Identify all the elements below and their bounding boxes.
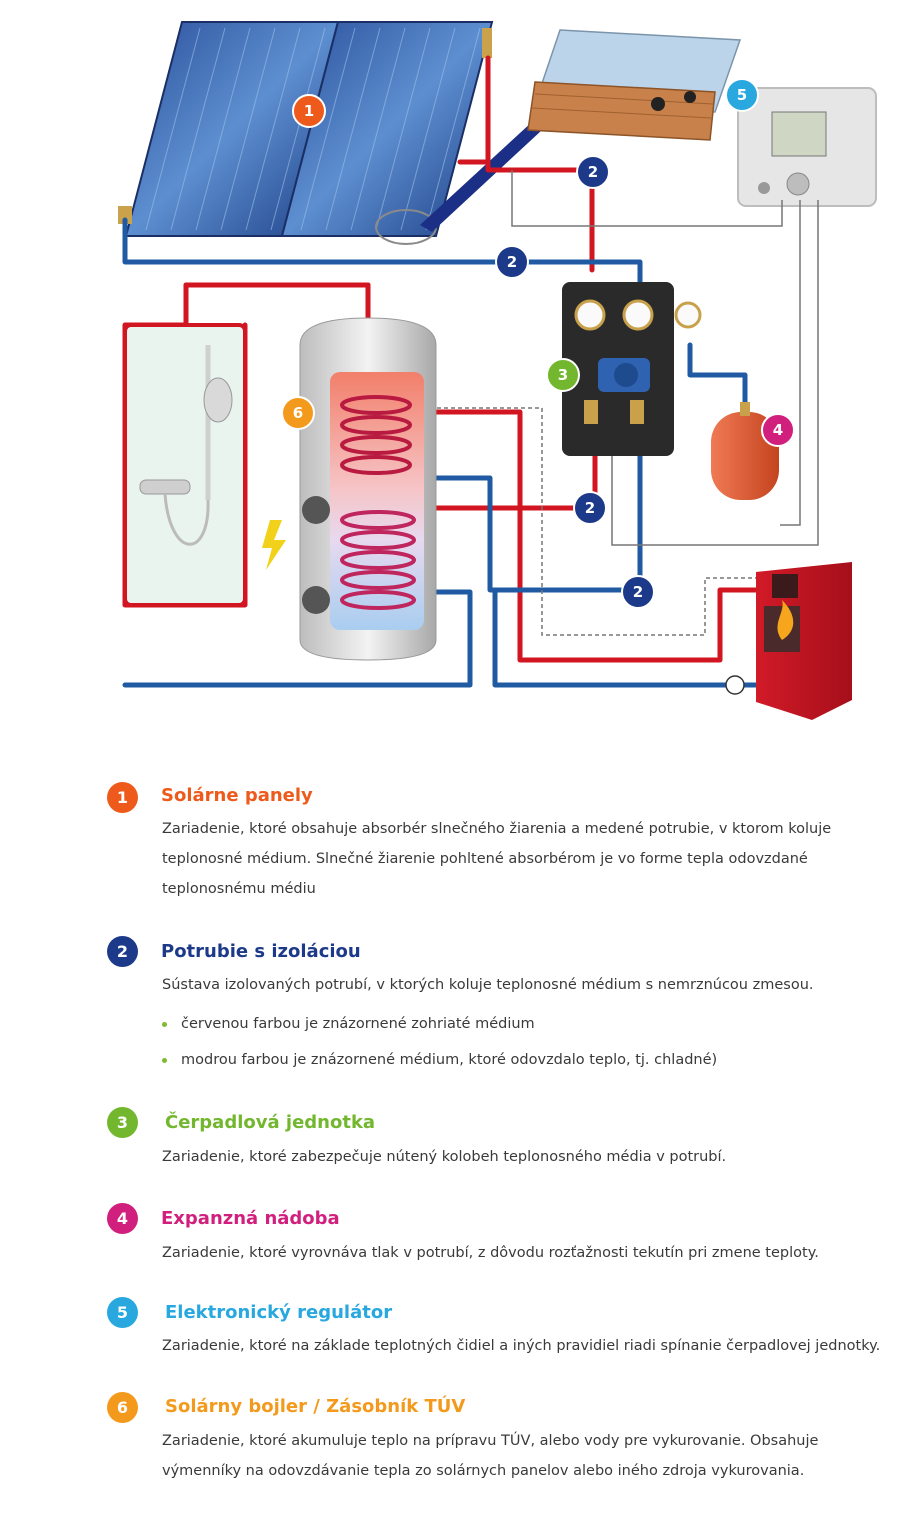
diagram-marker-circle bbox=[546, 358, 580, 392]
legend-line: Zariadenie, ktoré akumuluje teplo na prí… bbox=[162, 1433, 819, 1449]
pipes bbox=[122, 55, 761, 688]
legend-line: teplonosnému médiu bbox=[162, 881, 316, 897]
diagram-marker-label: 2 bbox=[507, 253, 517, 271]
legend-line: Zariadenie, ktoré obsahuje absorbér slne… bbox=[162, 821, 832, 837]
legend-badge: 4 bbox=[107, 1203, 138, 1234]
legend-badge: 1 bbox=[107, 782, 138, 813]
diagram-marker-4: 4 bbox=[761, 413, 795, 447]
diagram-marker-label: 3 bbox=[558, 366, 568, 384]
diagram-marker-label: 1 bbox=[304, 102, 314, 120]
legend-bullets: červenou farbou je znázornené zohriaté m… bbox=[162, 1006, 717, 1078]
heating-boiler bbox=[725, 562, 852, 720]
legend-text: Zariadenie, ktoré akumuluje teplo na prí… bbox=[162, 1426, 892, 1486]
diagram-marker-circle bbox=[281, 396, 315, 430]
legend-badge: 6 bbox=[107, 1392, 138, 1423]
solar-system-diagram: 1 2 2 3 4 5 6 2 2 bbox=[118, 21, 877, 720]
diagram-marker-2: 2 bbox=[621, 575, 655, 609]
legend-text: Zariadenie, ktoré vyrovnáva tlak v potru… bbox=[162, 1238, 892, 1268]
diagram-marker-2: 2 bbox=[576, 155, 610, 189]
legend-badge: 3 bbox=[107, 1107, 138, 1138]
legend-title: Elektronický regulátor bbox=[165, 1302, 393, 1323]
diagram-markers: 1 2 2 3 4 5 6 2 2 bbox=[281, 78, 795, 609]
legend-title: Potrubie s izoláciou bbox=[161, 941, 361, 962]
legend-title: Solárne panely bbox=[161, 785, 313, 806]
diagram-marker-label: 6 bbox=[293, 404, 303, 422]
legend-text: Zariadenie, ktoré zabezpečuje nútený kol… bbox=[162, 1142, 892, 1172]
control-wires bbox=[430, 170, 819, 636]
diagram-marker-1: 1 bbox=[292, 94, 326, 128]
pump-unit bbox=[562, 282, 702, 456]
diagram-marker-2: 2 bbox=[495, 245, 529, 279]
legend-line: Zariadenie, ktoré na základe teplotných … bbox=[162, 1338, 881, 1354]
legend-line: Zariadenie, ktoré vyrovnáva tlak v potru… bbox=[162, 1245, 819, 1261]
diagram-marker-label: 4 bbox=[773, 421, 783, 439]
diagram-marker-label: 5 bbox=[737, 86, 747, 104]
legend-title: Čerpadlová jednotka bbox=[165, 1112, 376, 1133]
legend-line: Sústava izolovaných potrubí, v ktorých k… bbox=[162, 977, 814, 993]
legend-bullet: červenou farbou je znázornené zohriaté m… bbox=[162, 1006, 717, 1042]
solar-panels bbox=[118, 21, 555, 245]
electronic-controller bbox=[737, 87, 877, 207]
diagram-marker-circle bbox=[576, 155, 610, 189]
legend-bullet: modrou farbou je znázornené médium, ktor… bbox=[162, 1042, 717, 1078]
diagram-marker-circle bbox=[725, 78, 759, 112]
panel-cross-section bbox=[527, 29, 742, 141]
legend-badge: 2 bbox=[107, 936, 138, 967]
legend-title: Solárny bojler / Zásobník TÚV bbox=[165, 1396, 466, 1417]
diagram-marker-circle bbox=[292, 94, 326, 128]
legend-text: Zariadenie, ktoré obsahuje absorbér slne… bbox=[162, 814, 892, 904]
diagram-marker-6: 6 bbox=[281, 396, 315, 430]
diagram-marker-circle bbox=[761, 413, 795, 447]
diagram-marker-circle bbox=[573, 491, 607, 525]
diagram-marker-circle bbox=[495, 245, 529, 279]
legend-line: Zariadenie, ktoré zabezpečuje nútený kol… bbox=[162, 1149, 727, 1165]
diagram-marker-label: 2 bbox=[588, 163, 598, 181]
shower bbox=[123, 323, 247, 607]
solar-tank bbox=[262, 317, 437, 661]
diagram-marker-5: 5 bbox=[725, 78, 759, 112]
legend-line: výmenníky na odovzdávanie tepla zo solár… bbox=[162, 1463, 805, 1479]
legend-text: Sústava izolovaných potrubí, v ktorých k… bbox=[162, 970, 892, 1000]
legend-line: teplonosné médium. Slnečné žiarenie pohl… bbox=[162, 851, 808, 867]
diagram-marker-circle bbox=[621, 575, 655, 609]
legend-text: Zariadenie, ktoré na základe teplotných … bbox=[162, 1331, 892, 1361]
legend-title: Expanzná nádoba bbox=[161, 1208, 340, 1229]
legend-badge: 5 bbox=[107, 1297, 138, 1328]
diagram-marker-label: 2 bbox=[585, 499, 595, 517]
diagram-marker-2: 2 bbox=[573, 491, 607, 525]
diagram-marker-label: 2 bbox=[633, 583, 643, 601]
diagram-marker-3: 3 bbox=[546, 358, 580, 392]
